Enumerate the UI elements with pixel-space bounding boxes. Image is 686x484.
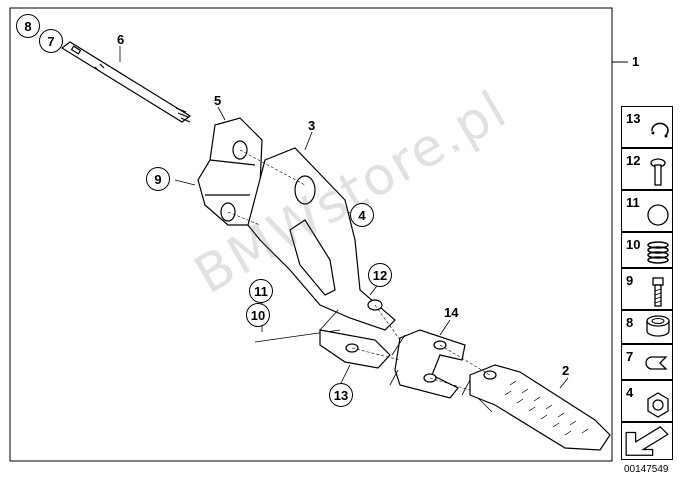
diagram-frame: [9, 7, 613, 462]
sidebar-item-num: 11: [626, 195, 640, 210]
sidebar-item-11[interactable]: 11: [621, 190, 673, 232]
circlip-icon: [651, 122, 669, 138]
callout-12[interactable]: 12: [368, 263, 392, 287]
callout-7[interactable]: 7: [39, 29, 63, 53]
mount-part: [394, 329, 466, 399]
sidebar-item-num: 4: [626, 385, 634, 400]
arrow-icon: [625, 426, 669, 456]
callout-11[interactable]: 11: [249, 279, 273, 303]
sidebar-item-num: 7: [626, 349, 634, 364]
callout-10[interactable]: 10: [246, 303, 270, 327]
shaft-part: [60, 41, 192, 123]
sidebar-item-12[interactable]: 12: [621, 148, 673, 190]
label-14[interactable]: 14: [444, 305, 459, 320]
screw-icon: [652, 277, 664, 307]
bolt-icon: [650, 158, 666, 186]
ball-icon: [647, 204, 669, 226]
sidebar-item-4[interactable]: 4: [621, 380, 673, 422]
bushing-icon: [646, 315, 670, 337]
sidebar-item-num: 9: [626, 273, 634, 288]
sidebar-item-7[interactable]: 7: [621, 344, 673, 380]
sidebar-item-num: 10: [626, 237, 641, 252]
sidebar-item-10[interactable]: 10: [621, 232, 673, 268]
lever-part: [247, 147, 396, 331]
spring-icon: [647, 241, 669, 264]
label-1[interactable]: 1: [632, 54, 640, 69]
footrest-part: [469, 364, 611, 451]
sidebar-item-13[interactable]: 13: [621, 106, 673, 148]
callout-8[interactable]: 8: [16, 14, 40, 38]
next-diagram-arrow[interactable]: [621, 422, 673, 460]
label-3[interactable]: 3: [308, 118, 316, 133]
plate-part: [319, 329, 391, 369]
sidebar-item-num: 13: [626, 111, 641, 126]
callout-9[interactable]: 9: [146, 167, 170, 191]
sidebar-item-num: 12: [626, 153, 641, 168]
callout-4[interactable]: 4: [350, 203, 374, 227]
hex-nut-icon: [647, 392, 669, 418]
label-2[interactable]: 2: [562, 363, 570, 378]
sidebar-item-num: 8: [626, 315, 634, 330]
callout-13[interactable]: 13: [329, 383, 353, 407]
clip-icon: [645, 356, 668, 370]
sidebar-item-9[interactable]: 9: [621, 268, 673, 310]
sidebar-item-8[interactable]: 8: [621, 310, 673, 344]
label-5[interactable]: 5: [214, 93, 222, 108]
label-6[interactable]: 6: [117, 32, 125, 47]
diagram-code: 00147549: [624, 464, 669, 475]
